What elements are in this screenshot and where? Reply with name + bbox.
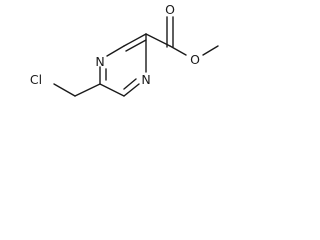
structure-diagram: N N O O Cl: [30, 2, 219, 97]
atom-label-o-carbonyl: O: [165, 2, 175, 17]
bond-c2-ccarbonyl: [145, 33, 171, 47]
bond-n3-c4-double: [123, 78, 137, 90]
bond-c6-c2-double: [125, 39, 147, 52]
bond-c5-ch2: [74, 83, 101, 97]
bond-n3-c4: [123, 83, 140, 97]
chloromethyl-group: [53, 83, 101, 97]
atom-label-cl: Cl: [30, 72, 42, 87]
bond-c6-c2: [123, 33, 147, 47]
bond-ccarbonyl-oester: [169, 45, 187, 56]
atom-label-o-ester: O: [190, 52, 200, 67]
pyrazine-ring: [99, 33, 147, 97]
bond-c4-c5: [99, 83, 125, 97]
bond-oester-methyl: [202, 45, 219, 56]
atom-label-n-top: N: [95, 54, 104, 69]
bond-n1-c6: [106, 45, 125, 57]
ester-group: [145, 16, 219, 56]
atom-label-n-bottom: N: [141, 72, 150, 87]
bond-ch2-cl: [53, 83, 76, 97]
